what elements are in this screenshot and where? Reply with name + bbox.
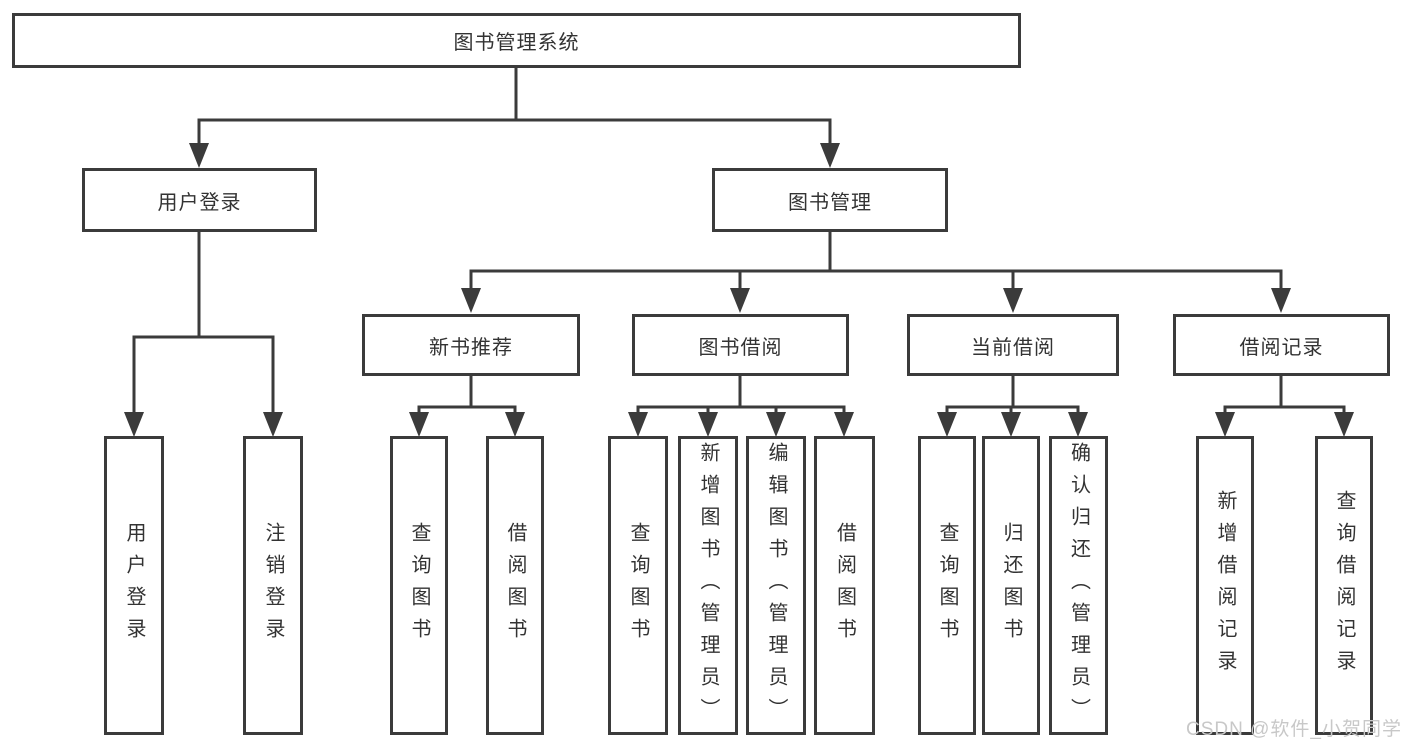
leaf-add-books-admin-label: 新增图书（管理员） xyxy=(697,441,719,730)
leaf-query-borrow-record: 查询借阅记录 xyxy=(1315,436,1373,735)
leaf-query-books-2-label: 查询图书 xyxy=(627,521,649,650)
connector-level3-bar xyxy=(469,269,1283,291)
leaf-add-borrow-record-label: 新增借阅记录 xyxy=(1214,489,1236,682)
arrowhead xyxy=(189,143,209,168)
arrowheads xyxy=(124,143,1354,437)
arrowhead xyxy=(1001,412,1021,437)
node-borrowing-records-label: 借阅记录 xyxy=(1239,336,1324,359)
leaf-user-login: 用户登录 xyxy=(104,436,164,735)
leaf-user-login-label: 用户登录 xyxy=(123,521,145,650)
connector-user-login-bar xyxy=(132,335,275,414)
arrowhead xyxy=(834,412,854,437)
node-current-borrowing: 当前借阅 xyxy=(907,314,1119,376)
leaf-query-books-2: 查询图书 xyxy=(608,436,668,735)
leaf-borrow-books-2: 借阅图书 xyxy=(814,436,875,735)
arrowhead xyxy=(1003,288,1023,313)
node-book-management-label: 图书管理 xyxy=(788,191,872,214)
leaf-edit-books-admin: 编辑图书（管理员） xyxy=(746,436,806,735)
node-user-login: 用户登录 xyxy=(82,168,317,232)
arrowhead xyxy=(1068,412,1088,437)
arrowhead xyxy=(820,143,840,168)
connector-newbook-bar xyxy=(417,405,517,414)
connector-records-bar xyxy=(1223,405,1346,414)
arrowhead xyxy=(1334,412,1354,437)
node-borrowing-records: 借阅记录 xyxy=(1173,314,1390,376)
leaf-borrow-books-1: 借阅图书 xyxy=(486,436,544,735)
arrowhead xyxy=(409,412,429,437)
leaf-query-borrow-record-label: 查询借阅记录 xyxy=(1333,489,1355,682)
node-new-book-recommend: 新书推荐 xyxy=(362,314,580,376)
leaf-logout-label: 注销登录 xyxy=(262,521,284,650)
node-user-login-label: 用户登录 xyxy=(157,191,242,214)
leaf-query-books-1: 查询图书 xyxy=(390,436,448,735)
leaf-borrow-books-1-label: 借阅图书 xyxy=(504,521,526,650)
node-new-book-recommend-label: 新书推荐 xyxy=(429,336,513,359)
watermark-text: CSDN @软件_小贺同学 xyxy=(1186,719,1402,740)
leaf-add-borrow-record: 新增借阅记录 xyxy=(1196,436,1254,735)
leaf-edit-books-admin-label: 编辑图书（管理员） xyxy=(765,441,787,730)
node-book-borrowing: 图书借阅 xyxy=(632,314,849,376)
leaf-confirm-return-admin: 确认归还（管理员） xyxy=(1049,436,1108,735)
arrowhead xyxy=(461,288,481,313)
arrowhead xyxy=(766,412,786,437)
leaf-query-books-3: 查询图书 xyxy=(918,436,976,735)
arrowhead xyxy=(263,412,283,437)
arrowhead xyxy=(698,412,718,437)
node-current-borrowing-label: 当前借阅 xyxy=(971,336,1055,359)
leaf-query-books-3-label: 查询图书 xyxy=(936,521,958,650)
connector-level2-bar xyxy=(197,118,832,147)
leaf-borrow-books-2-label: 借阅图书 xyxy=(833,521,856,650)
arrowhead xyxy=(505,412,525,437)
leaf-query-books-1-label: 查询图书 xyxy=(408,521,430,650)
leaf-logout: 注销登录 xyxy=(243,436,303,735)
leaf-add-books-admin: 新增图书（管理员） xyxy=(678,436,738,735)
leaf-confirm-return-admin-label: 确认归还（管理员） xyxy=(1067,441,1090,730)
connector-borrowing-bar xyxy=(636,405,846,414)
arrowhead xyxy=(937,412,957,437)
arrowhead xyxy=(628,412,648,437)
leaf-return-books-label: 归还图书 xyxy=(1000,521,1022,650)
arrowhead xyxy=(1215,412,1235,437)
node-book-borrowing-label: 图书借阅 xyxy=(698,336,783,359)
arrowhead xyxy=(124,412,144,437)
node-book-management: 图书管理 xyxy=(712,168,948,232)
node-root-label: 图书管理系统 xyxy=(453,32,580,54)
node-root: 图书管理系统 xyxy=(12,13,1021,68)
arrowhead xyxy=(730,288,750,313)
arrowhead xyxy=(1271,288,1291,313)
leaf-return-books: 归还图书 xyxy=(982,436,1040,735)
